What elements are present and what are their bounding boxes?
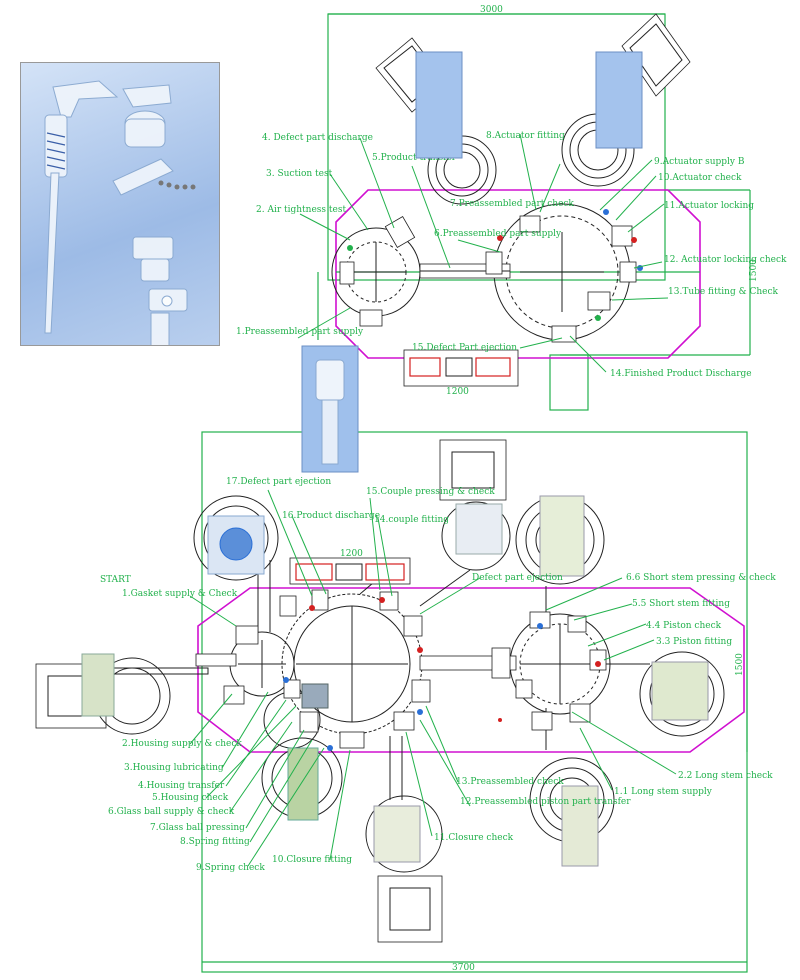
- top-label-14: 14.Finished Product Discharge: [610, 369, 752, 379]
- bottom-right-label-6: 6.6 Short stem pressing & check: [626, 573, 776, 583]
- bottom-top-label-16: 16.Product discharge: [282, 511, 380, 521]
- bottom-left-label-8: 8.Spring fitting: [180, 837, 250, 847]
- bottom-left-label-4: 4.Housing transfer: [138, 781, 225, 791]
- bottom-top-label-14: 14.couple fitting: [374, 515, 449, 525]
- bottom-top-label-15: 15.Couple pressing & check: [366, 487, 495, 497]
- top-table-frame: [335, 189, 701, 359]
- hopper-icon-top: [439, 439, 511, 571]
- top-label-5: 5.Product transfer: [372, 153, 457, 163]
- bottom-right-label-2: 2.2 Long stem check: [678, 771, 773, 781]
- top-control-panel: [403, 349, 519, 387]
- top-label-1: 1.Preassembled part supply: [236, 327, 364, 337]
- top-label-4: 4. Defect part discharge: [262, 133, 373, 143]
- top-label-2: 2. Air tightness test: [256, 205, 346, 215]
- bottom-left-label-10: 10.Closure fitting: [272, 855, 352, 865]
- part-photo-group: [81, 51, 709, 867]
- top-label-11: 11.Actuator locking: [664, 201, 754, 211]
- bottom-left-label-5: 5.Housing check: [152, 793, 229, 803]
- top-label-12: 12. Actuator locking check: [664, 255, 787, 265]
- bottom-top-label-17: 17.Defect part ejection: [226, 477, 331, 487]
- bottom-left-label-12: 12.Preassembled piston part transfer: [460, 797, 631, 807]
- start-label: START: [100, 575, 131, 585]
- bottom-right-label-4: 4.4 Piston check: [646, 621, 722, 631]
- top-label-8: 8.Actuator fitting: [486, 131, 565, 141]
- top-height-dim: 1500: [749, 259, 759, 282]
- bottom-right-label-3: 3.3 Piston fitting: [656, 637, 732, 647]
- bottom-left-label-6: 6.Glass ball supply & check: [108, 807, 235, 817]
- pump-parts-icon: [44, 80, 196, 345]
- top-label-13: 13.Tube fitting & Check: [668, 287, 779, 297]
- top-panel-dim: 1200: [446, 387, 469, 397]
- bottom-left-label-11: 11.Closure check: [434, 833, 514, 843]
- top-width-dim: 3000: [480, 5, 503, 15]
- bottom-left-label-9: 9.Spring check: [196, 863, 265, 873]
- top-label-7: 7.Preassembled part check: [450, 199, 574, 209]
- bottom-top-label-defect: Defect part ejection: [472, 573, 563, 583]
- bottom-left-label-7: 7.Glass ball pressing: [150, 823, 245, 833]
- bottom-panel-dim: 1200: [340, 549, 363, 559]
- bottom-left-label-3: 3.Housing lubricating: [124, 763, 224, 773]
- hopper-icon-bottom: [365, 795, 443, 943]
- bottom-right-label-5: 5.5 Short stem fitting: [632, 599, 730, 609]
- bottom-height-dim: 1500: [735, 653, 745, 676]
- bottom-left-label-2: 2.Housing supply & check: [122, 739, 242, 749]
- top-label-10: 10.Actuator check: [658, 173, 742, 183]
- top-label-9: 9.Actuator supply B: [654, 157, 745, 167]
- top-label-3: 3. Suction test: [266, 169, 333, 179]
- top-label-6: 6.Preassembled part supply: [434, 229, 562, 239]
- top-label-15: 15.Defect Part ejection: [412, 343, 517, 353]
- bottom-left-label-13: 13.Preassembled check: [456, 777, 564, 787]
- bottom-width-dim: 3700: [452, 963, 475, 973]
- pump-product-photo: [20, 62, 220, 346]
- bottom-left-label-1: 1.Gasket supply & Check: [122, 589, 238, 599]
- bottom-right-label-1: 1.1 Long stem supply: [614, 787, 713, 797]
